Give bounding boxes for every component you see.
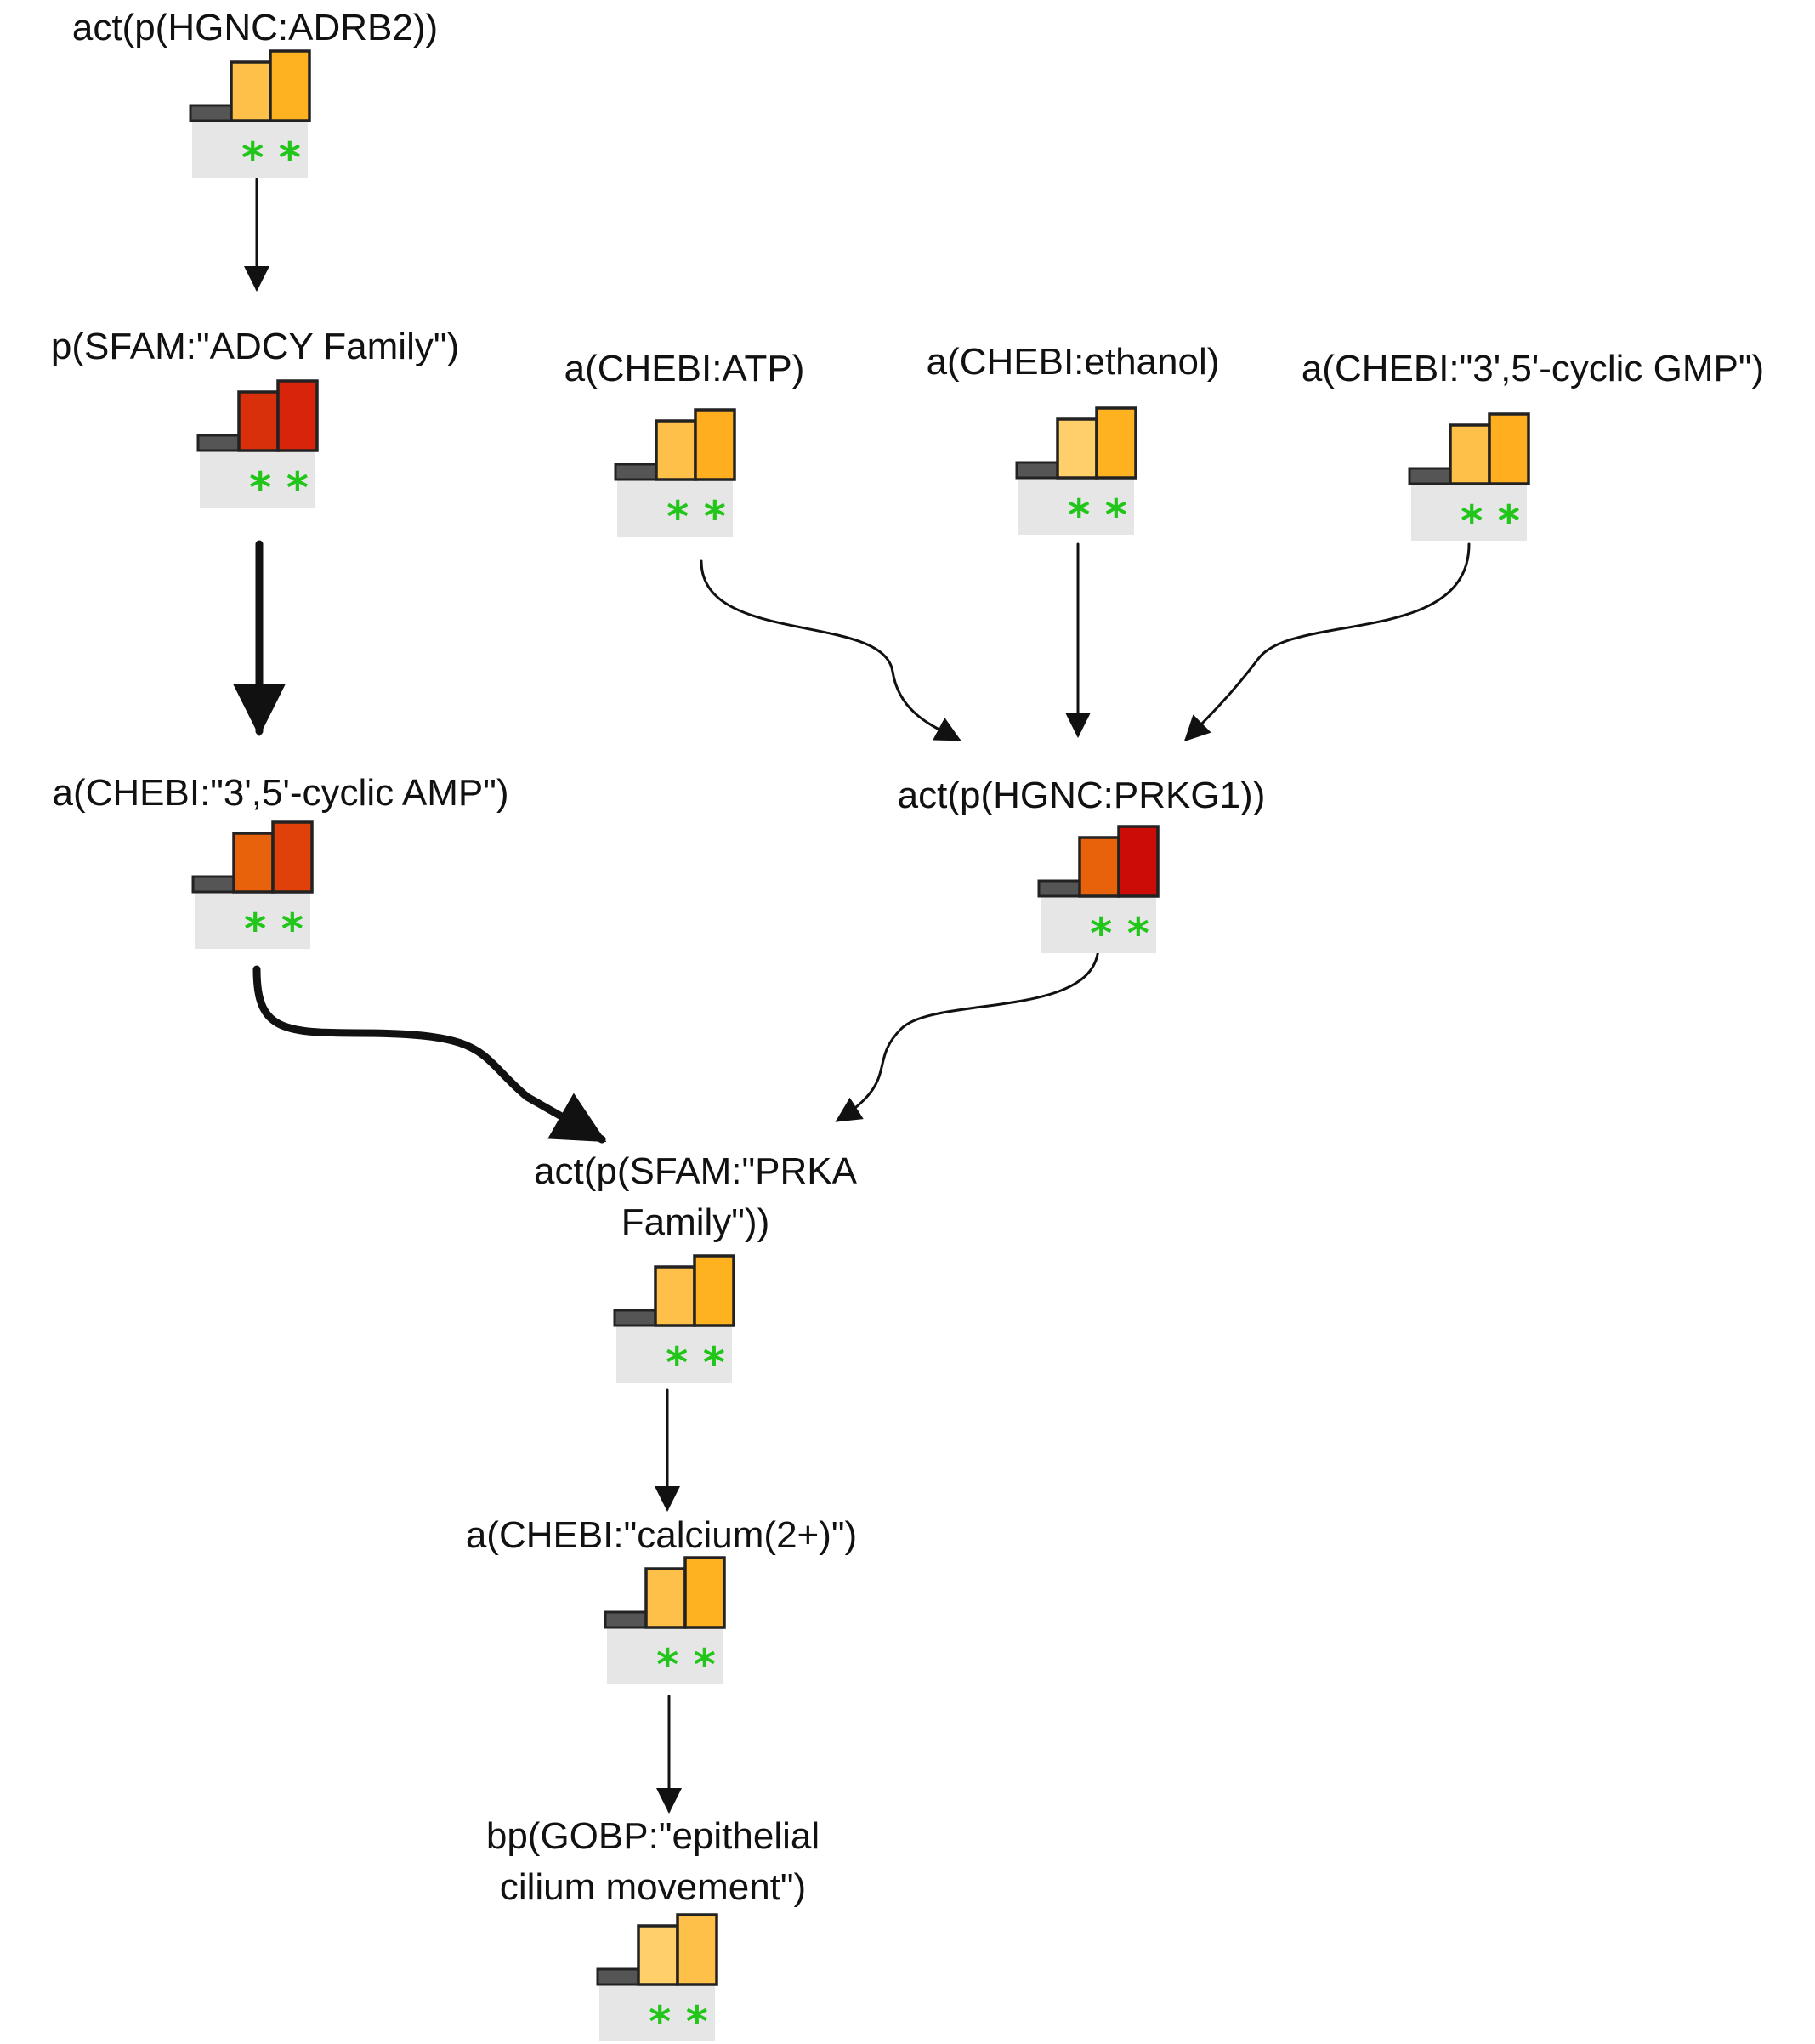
expression-bar [655, 419, 697, 481]
expression-bar [654, 1265, 696, 1327]
node-label: a(CHEBI:ATP) [564, 348, 805, 389]
node-prkg1[interactable]: act(p(HGNC:PRKG1)) * * [898, 775, 1266, 958]
node-calcium[interactable]: a(CHEBI:"calcium(2+)") * * [466, 1514, 857, 1689]
expression-bar [237, 390, 280, 452]
baseline-bar [1015, 461, 1061, 480]
significance-stars: * * [656, 1640, 716, 1689]
edges [233, 177, 1471, 1814]
expression-bar [1056, 417, 1098, 480]
expression-bar [644, 1567, 687, 1629]
node-cgmp[interactable]: a(CHEBI:"3',5'-cyclic GMP") * * [1302, 348, 1764, 546]
significance-stars: * * [1461, 497, 1520, 546]
baseline-bar [604, 1610, 649, 1629]
expression-bar [232, 832, 275, 894]
expression-bar [269, 49, 311, 122]
significance-stars: * * [649, 1997, 708, 2044]
node-label: a(CHEBI:"3',5'-cyclic AMP") [52, 772, 508, 814]
node-ethanol[interactable]: a(CHEBI:ethanol) * * [927, 341, 1220, 540]
expression-bar [1117, 825, 1160, 898]
significance-panel [195, 893, 310, 949]
expression-bar [694, 408, 736, 481]
baseline-bar [1408, 467, 1454, 485]
node-label: bp(GOBP:"epithelial [486, 1815, 820, 1857]
significance-stars: * * [666, 1338, 725, 1388]
significance-stars: * * [241, 133, 301, 183]
expression-bar [1488, 412, 1530, 485]
significance-stars: * * [666, 492, 726, 542]
node-prka[interactable]: act(p(SFAM:"PRKA Family")) * * [534, 1150, 858, 1388]
expression-bar [683, 1556, 726, 1629]
expression-bar [637, 1924, 679, 1986]
edge-cgmp-to-prkg1 [1183, 542, 1471, 742]
significance-panel [616, 1326, 732, 1383]
node-adrb2[interactable]: act(p(HGNC:ADRB2)) * * [72, 7, 438, 183]
baseline-bar [196, 434, 242, 452]
significance-panel [1041, 897, 1156, 953]
node-label: act(p(SFAM:"PRKA [534, 1150, 858, 1192]
edge-prkg1-to-prka [835, 944, 1100, 1122]
significance-stars: * * [249, 463, 309, 513]
node-label: a(CHEBI:"calcium(2+)") [466, 1514, 857, 1556]
baseline-bar [1037, 879, 1083, 898]
node-label: Family")) [621, 1201, 769, 1243]
node-label: act(p(HGNC:ADRB2)) [72, 7, 438, 48]
baseline-bar [191, 875, 237, 894]
expression-bar [1078, 836, 1120, 898]
significance-panel [1018, 479, 1134, 535]
significance-stars: * * [1090, 909, 1149, 958]
node-cilium[interactable]: bp(GOBP:"epithelial cilium movement") * * [486, 1815, 820, 2044]
significance-stars: * * [244, 905, 303, 954]
expression-bar [230, 60, 272, 122]
significance-panel [607, 1628, 723, 1684]
node-label: cilium movement") [500, 1866, 806, 1908]
node-adcy[interactable]: p(SFAM:"ADCY Family") * * [51, 326, 459, 513]
node-atp[interactable]: a(CHEBI:ATP) * * [564, 348, 805, 542]
node-camp[interactable]: a(CHEBI:"3',5'-cyclic AMP") * * [52, 772, 508, 954]
significance-panel [192, 122, 308, 178]
expression-bar [1449, 423, 1491, 485]
significance-panel [617, 480, 733, 537]
baseline-bar [614, 463, 660, 481]
expression-bar [676, 1913, 718, 1986]
edge-camp-to-prka [252, 965, 607, 1144]
edge-atp-to-prkg1 [700, 559, 961, 741]
significance-stars: * * [1068, 491, 1127, 540]
expression-bar [271, 820, 314, 894]
expression-bar [1095, 406, 1137, 480]
significance-panel [599, 1985, 715, 2041]
expression-bar [693, 1254, 735, 1327]
expression-bar [276, 379, 319, 452]
node-label: p(SFAM:"ADCY Family") [51, 326, 459, 367]
significance-panel [1411, 485, 1527, 541]
baseline-bar [596, 1967, 642, 1986]
node-label: act(p(HGNC:PRKG1)) [898, 775, 1266, 816]
node-label: a(CHEBI:ethanol) [927, 341, 1220, 383]
baseline-bar [189, 104, 235, 122]
nodes: act(p(HGNC:ADRB2))* *p(SFAM:"ADCY Family… [51, 7, 1764, 2044]
node-label: a(CHEBI:"3',5'-cyclic GMP") [1302, 348, 1764, 389]
significance-panel [200, 451, 315, 508]
baseline-bar [613, 1309, 659, 1327]
